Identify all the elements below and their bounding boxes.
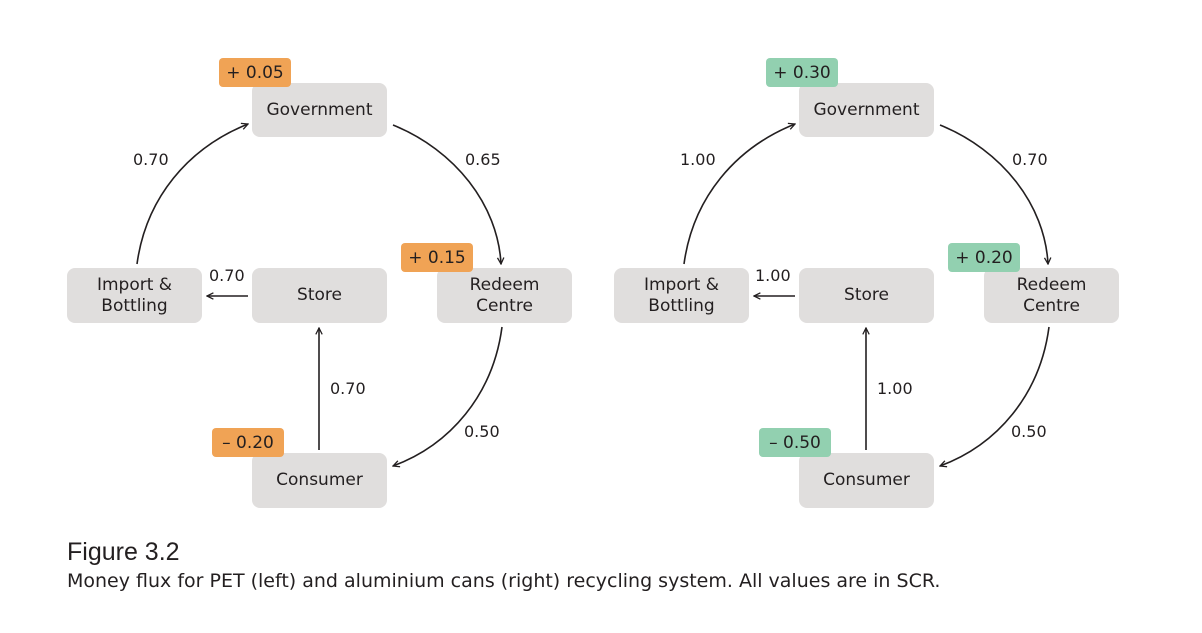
right-node-store: Store	[799, 268, 934, 323]
right-arrow-import-to-government	[683, 124, 795, 265]
left-badge-redeem-centre: + 0.15	[401, 243, 473, 272]
right-node-redeem-centre: Redeem Centre	[984, 268, 1119, 323]
left-node-store: Store	[252, 268, 387, 323]
left-arrow-import-to-government	[136, 124, 248, 265]
left-flow-redeem-to-consumer: 0.50	[464, 422, 500, 441]
right-arrow-redeem-to-consumer	[940, 326, 1050, 466]
money-flux-diagrams: Government Import & Bottling Store Redee…	[67, 0, 1202, 520]
figure-title: Figure 3.2	[67, 538, 180, 566]
right-flow-redeem-to-consumer: 0.50	[1011, 422, 1047, 441]
right-badge-redeem-centre: + 0.20	[948, 243, 1020, 272]
right-node-government: Government	[799, 83, 934, 137]
right-flow-import-to-government: 1.00	[680, 150, 716, 169]
left-badge-government: + 0.05	[219, 58, 291, 87]
right-node-import-bottling: Import & Bottling	[614, 268, 749, 323]
flow-arrows	[136, 0, 1202, 520]
right-badge-consumer: – 0.50	[759, 428, 831, 457]
left-flow-consumer-to-store: 0.70	[330, 379, 366, 398]
right-flow-store-to-import: 1.00	[755, 266, 791, 285]
right-arrow-government-to-redeem	[939, 124, 1048, 264]
left-node-redeem-centre: Redeem Centre	[437, 268, 572, 323]
right-flow-consumer-to-store: 1.00	[877, 379, 913, 398]
right-flow-government-to-redeem: 0.70	[1012, 150, 1048, 169]
figure-description: Money flux for PET (left) and aluminium …	[67, 570, 941, 592]
left-flow-government-to-redeem: 0.65	[465, 150, 501, 169]
left-flow-store-to-import: 0.70	[209, 266, 245, 285]
left-node-government: Government	[252, 83, 387, 137]
left-flow-import-to-government: 0.70	[133, 150, 169, 169]
left-node-consumer: Consumer	[252, 453, 387, 508]
right-node-consumer: Consumer	[799, 453, 934, 508]
left-arrow-redeem-to-consumer	[393, 326, 503, 466]
figure-caption: Figure 3.2 Money flux for PET (left) and…	[67, 537, 1187, 594]
left-node-import-bottling: Import & Bottling	[67, 268, 202, 323]
left-arrow-government-to-redeem	[392, 124, 501, 264]
right-badge-government: + 0.30	[766, 58, 838, 87]
left-badge-consumer: – 0.20	[212, 428, 284, 457]
